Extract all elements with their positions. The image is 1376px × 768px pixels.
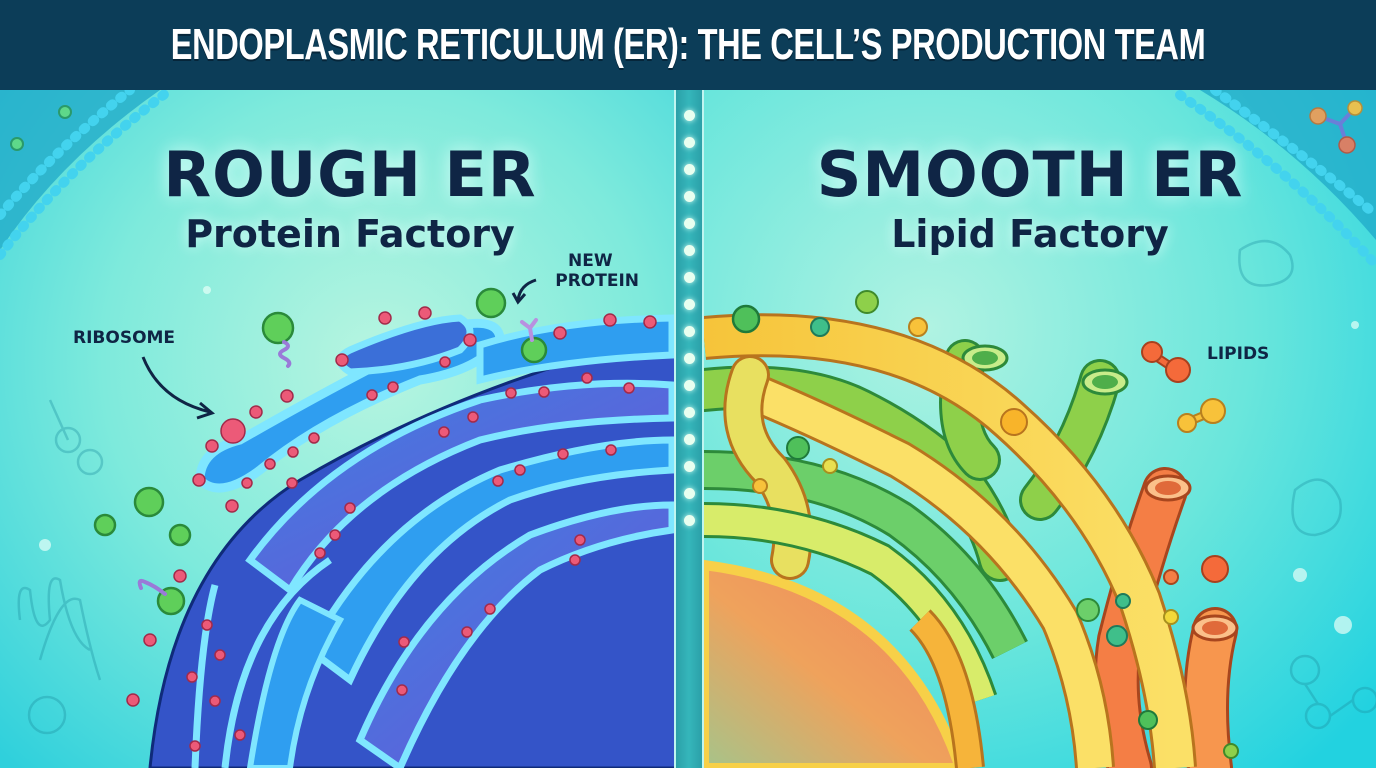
ribosome-label: RIBOSOME [73, 328, 176, 348]
smooth-er-subheading: Lipid Factory [891, 212, 1169, 256]
divider-lights [676, 90, 702, 768]
divider-light-icon [684, 137, 695, 148]
er-illustration [0, 90, 1376, 768]
background-decorations [17, 240, 1376, 735]
divider-light-icon [684, 299, 695, 310]
cell-membrane-right [1175, 90, 1376, 270]
divider-light-icon [684, 434, 695, 445]
smooth-er-vesicles [731, 290, 1239, 759]
ribosome-arrow-icon [141, 356, 211, 414]
rough-er-structure [148, 314, 693, 768]
protein-arrowhead-icon [511, 292, 527, 305]
divider-light-icon [684, 191, 695, 202]
divider-light-icon [684, 326, 695, 337]
divider-light-icon [684, 110, 695, 121]
divider-light-icon [684, 461, 695, 472]
rough-er-heading: ROUGH ER [163, 138, 537, 211]
new-protein-label: NEW PROTEIN [546, 251, 639, 291]
divider-light-icon [684, 272, 695, 283]
illustration-stage: ROUGH ER Protein Factory SMOOTH ER Lipid… [0, 90, 1376, 768]
rough-er-subheading: Protein Factory [185, 212, 515, 256]
divider-light-icon [684, 380, 695, 391]
bubbles [39, 286, 1359, 634]
smooth-er-heading-block: SMOOTH ER Lipid Factory [800, 138, 1260, 257]
divider-light-icon [684, 218, 695, 229]
divider-light-icon [684, 407, 695, 418]
divider-light-icon [684, 515, 695, 526]
floating-proteins [93, 287, 548, 616]
divider-light-icon [684, 353, 695, 364]
nucleus-right [699, 559, 966, 768]
divider-light-icon [684, 488, 695, 499]
page-title: ENDOPLASMIC RETICULUM (ER): THE CELL’S P… [170, 20, 1206, 69]
smooth-er-structure [682, 313, 1239, 768]
panel-divider [674, 90, 704, 768]
protein-arrow-icon [516, 278, 537, 301]
ribosome-arrowhead-icon [196, 401, 216, 420]
lipid-molecule-icons [1141, 341, 1226, 433]
smooth-er-heading: SMOOTH ER [816, 138, 1244, 211]
divider-light-icon [684, 245, 695, 256]
lipids-label: LIPIDS [1207, 344, 1270, 364]
rough-er-heading-block: ROUGH ER Protein Factory [150, 138, 550, 257]
divider-light-icon [684, 164, 695, 175]
new-protein-label-line1: NEW [568, 251, 613, 271]
new-protein-label-line2: PROTEIN [555, 271, 639, 291]
molecule-icon [1309, 100, 1363, 154]
cell-membrane-left [0, 90, 175, 260]
ribosomes [126, 306, 657, 752]
title-bar: ENDOPLASMIC RETICULUM (ER): THE CELL’S P… [0, 0, 1376, 92]
